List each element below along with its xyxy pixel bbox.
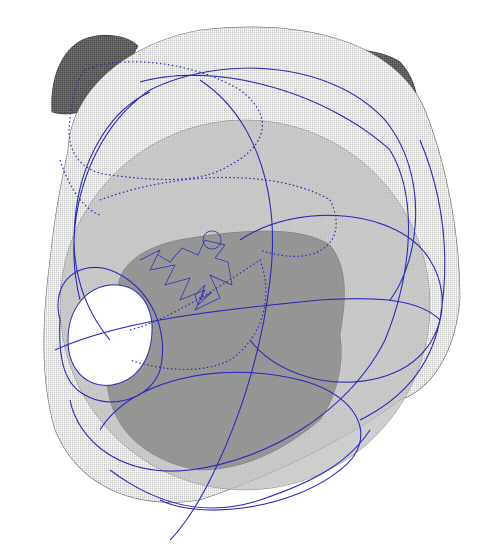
blue-loop-top xyxy=(73,67,417,301)
scribble-circle xyxy=(202,230,222,250)
white-hole xyxy=(67,284,153,386)
blue-loop-right xyxy=(69,74,409,472)
dotted-loop-inner xyxy=(129,259,267,371)
blue-vertical-sweep xyxy=(169,79,273,541)
dotted-line-group xyxy=(59,61,337,371)
blue-outer-left xyxy=(73,91,151,341)
scribble-cluster xyxy=(139,230,233,311)
scribble-lines xyxy=(139,239,233,311)
blue-rim-right xyxy=(359,139,446,421)
blue-arc-cross xyxy=(54,298,441,351)
dotted-curve-left xyxy=(59,159,101,216)
dark-inner-blob xyxy=(106,230,345,471)
dotted-loop-mid xyxy=(99,176,337,257)
blue-wavy-bottom xyxy=(109,429,371,509)
blue-line-group xyxy=(54,67,446,541)
scribble-star xyxy=(194,284,213,306)
blue-loop-bottom xyxy=(99,371,362,511)
blue-loop-left xyxy=(57,266,164,403)
